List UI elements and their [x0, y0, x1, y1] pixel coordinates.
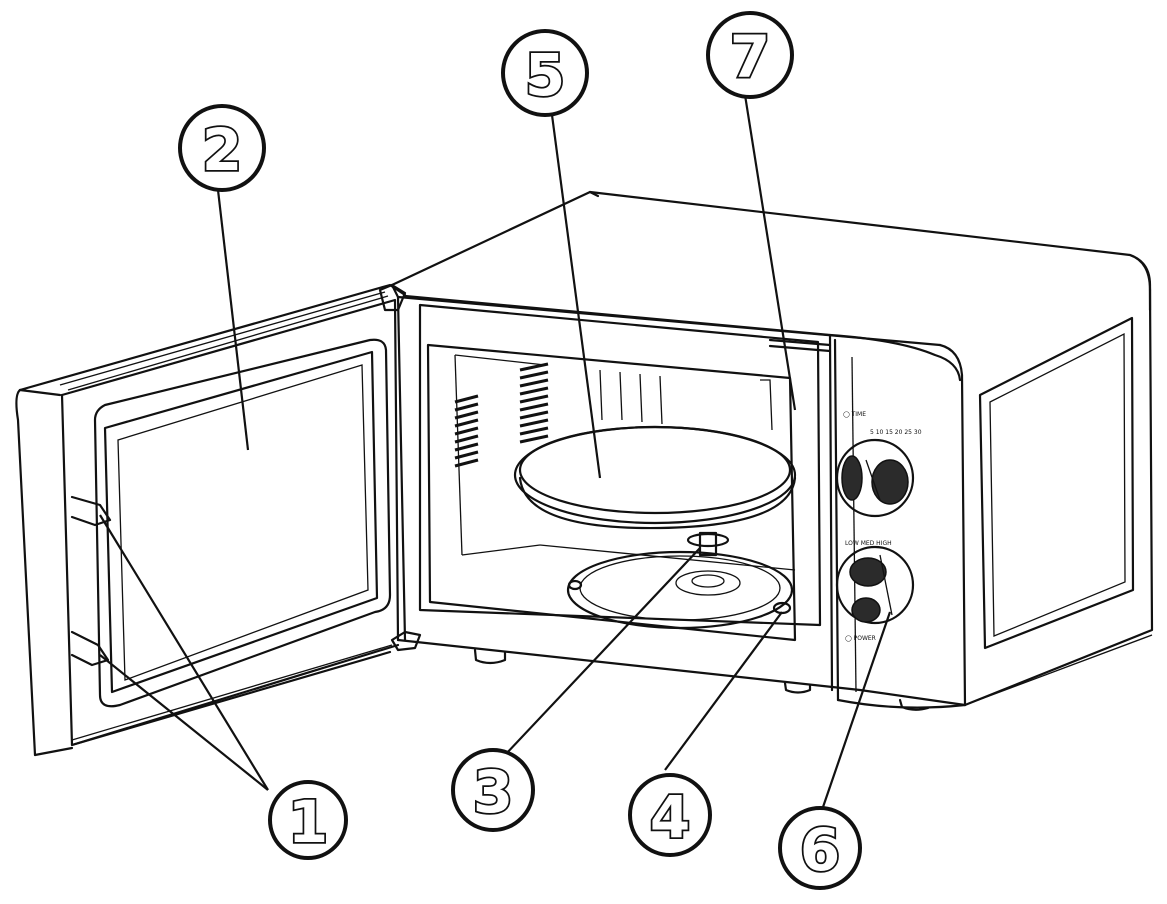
leader-lines — [99, 94, 892, 811]
callout-4: 4 — [628, 773, 712, 857]
leader-4 — [664, 611, 783, 771]
callout-5: 5 — [501, 29, 589, 117]
callout-5-label: 5 — [525, 41, 565, 109]
callout-1-label: 1 — [288, 788, 328, 856]
leader-3 — [504, 547, 701, 756]
leader-5 — [550, 114, 602, 479]
callout-3-label: 3 — [473, 758, 513, 826]
callout-2: 2 — [178, 104, 266, 192]
leader-2 — [216, 189, 250, 451]
leader-1a — [99, 514, 269, 791]
callout-7-label: 7 — [730, 23, 770, 91]
callout-3: 3 — [451, 748, 535, 832]
glass-tray — [513, 425, 797, 530]
callout-6: 6 — [778, 806, 862, 890]
leader-1b — [99, 654, 269, 791]
svg-text:LOW MED HIGH: LOW MED HIGH — [845, 540, 892, 547]
door — [15, 283, 422, 757]
cavity-vents — [454, 362, 549, 468]
callout-6-label: 6 — [800, 816, 840, 884]
callout-7: 7 — [706, 11, 794, 99]
svg-text:5 10 15 20 25 30: 5 10 15 20 25 30 — [870, 429, 922, 436]
leader-6 — [820, 611, 892, 811]
callout-4-label: 4 — [650, 783, 690, 851]
control-panel: ◯ TIME 5 10 15 20 25 30 LOW MED HIGH ◯ P… — [828, 333, 967, 709]
roller-ring — [566, 550, 794, 630]
svg-text:◯ TIME: ◯ TIME — [843, 411, 866, 418]
svg-text:◯ POWER: ◯ POWER — [845, 635, 876, 642]
turntable-coupler — [686, 531, 730, 557]
callout-1: 1 — [268, 780, 348, 860]
microwave-body — [390, 190, 1154, 711]
leader-7 — [743, 94, 797, 411]
callout-2-label: 2 — [202, 116, 242, 184]
